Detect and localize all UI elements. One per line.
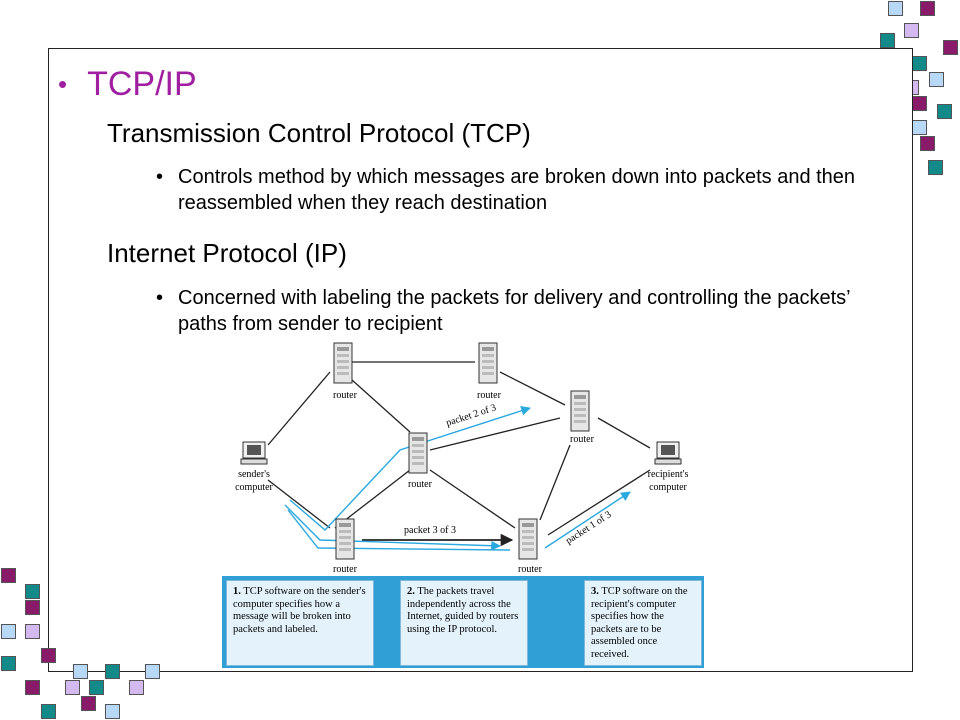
- deco-square: [105, 704, 120, 719]
- router-label: router: [408, 479, 433, 490]
- deco-square: [912, 56, 927, 71]
- deco-square: [89, 680, 104, 695]
- deco-square: [25, 584, 40, 599]
- deco-square: [105, 664, 120, 679]
- deco-square: [65, 680, 80, 695]
- deco-square: [920, 136, 935, 151]
- router-icon: [335, 518, 355, 560]
- bullet-heading-tcp: Transmission Control Protocol (TCP): [107, 118, 531, 148]
- deco-square: [912, 96, 927, 111]
- title-bullet: •: [58, 69, 68, 99]
- recipient-computer-icon: [654, 441, 682, 465]
- packet-1-label: packet 1 of 3: [564, 509, 614, 547]
- caption-number: 1.: [233, 586, 241, 597]
- recipient-label: computer: [649, 482, 687, 493]
- deco-square: [880, 33, 895, 48]
- deco-square: [129, 680, 144, 695]
- deco-square: [25, 624, 40, 639]
- router-icon: [518, 518, 538, 560]
- caption-number: 2.: [407, 586, 415, 597]
- deco-square: [81, 696, 96, 711]
- deco-square: [41, 704, 56, 719]
- deco-square: [73, 664, 88, 679]
- caption-text: The packets travel independently across …: [407, 586, 519, 635]
- caption-box-1: 1. TCP software on the sender's computer…: [226, 580, 374, 666]
- caption-box-2: 2. The packets travel independently acro…: [400, 580, 528, 666]
- title-row: • TCP/IP: [58, 64, 197, 104]
- deco-square: [920, 1, 935, 16]
- sender-computer-icon: [240, 441, 268, 465]
- bullet-heading-ip: Internet Protocol (IP): [107, 238, 347, 268]
- sender-label: sender's: [238, 469, 270, 480]
- packet-2-label: packet 2 of 3: [445, 402, 498, 429]
- packet-3-label: packet 3 of 3: [404, 525, 456, 536]
- deco-square: [1, 624, 16, 639]
- caption-text: TCP software on the recipient's computer…: [591, 586, 688, 660]
- router-label: router: [333, 564, 358, 575]
- deco-square: [25, 600, 40, 615]
- router-icon: [478, 342, 498, 384]
- deco-square: [928, 160, 943, 175]
- deco-square: [937, 104, 952, 119]
- deco-square: [25, 680, 40, 695]
- sub-bullet-dot: •: [156, 166, 164, 188]
- sub-bullet-text: Controls method by which messages are br…: [178, 166, 856, 214]
- router-label: router: [570, 434, 595, 445]
- router-label: router: [333, 390, 358, 401]
- caption-box-3: 3. TCP software on the recipient's compu…: [584, 580, 702, 666]
- deco-square: [1, 568, 16, 583]
- deco-square: [912, 120, 927, 135]
- packet-paths: [284, 406, 631, 551]
- router-icon: [408, 432, 428, 474]
- deco-square: [888, 1, 903, 16]
- caption-number: 3.: [591, 586, 599, 597]
- deco-square: [943, 40, 958, 55]
- network-links: [267, 361, 651, 536]
- slide-title: TCP/IP: [87, 65, 197, 103]
- sub-bullet-text: Concerned with labeling the packets for …: [178, 287, 850, 335]
- caption-text: TCP software on the sender's computer sp…: [233, 586, 366, 635]
- router-label: router: [518, 564, 543, 575]
- deco-square: [929, 72, 944, 87]
- deco-square: [1, 656, 16, 671]
- router-icon: [333, 342, 353, 384]
- sender-label: computer: [235, 482, 273, 493]
- deco-square: [904, 23, 919, 38]
- deco-square: [145, 664, 160, 679]
- recipient-label: recipient's: [648, 469, 689, 480]
- router-icon: [570, 390, 590, 432]
- sub-bullet-dot: •: [156, 287, 164, 309]
- network-diagram: router router router router router route…: [235, 342, 689, 575]
- router-label: router: [477, 390, 502, 401]
- deco-square: [41, 648, 56, 663]
